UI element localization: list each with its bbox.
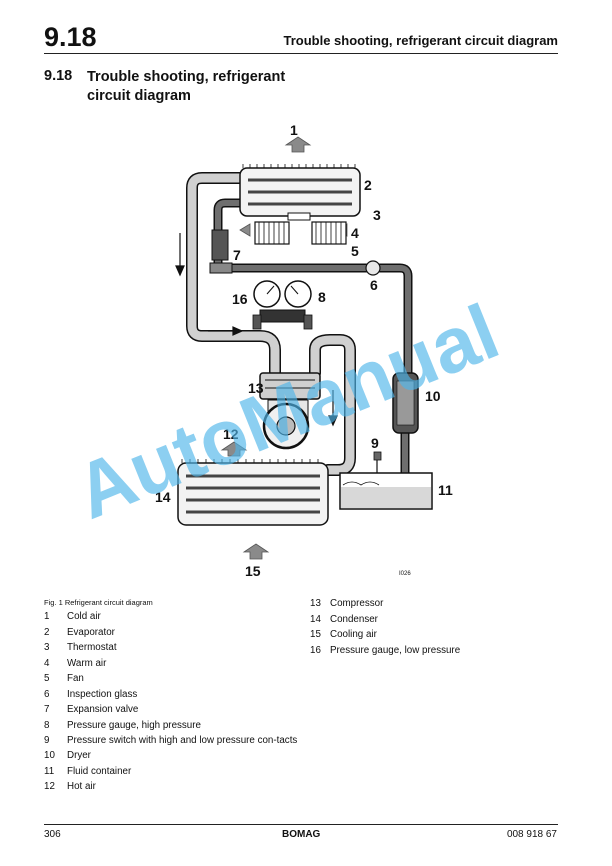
legend-item-number: 12 [44, 781, 55, 792]
legend-item: 15 Cooling air [310, 627, 540, 643]
callout-6: 6 [370, 277, 378, 293]
legend-item-number: 8 [44, 719, 50, 731]
figure-caption: Fig. 1 Refrigerant circuit diagram [44, 598, 153, 607]
callout-7: 7 [233, 247, 241, 263]
legend-item-text: Expansion valve [67, 704, 139, 715]
cold-air-arrow [284, 136, 312, 153]
legend-item-number: 2 [44, 626, 50, 638]
legend-item: 2 Evaporator [44, 625, 304, 641]
fluid-container [339, 472, 433, 510]
legend-item: 5 Fan [44, 671, 304, 687]
callout-15: 15 [245, 563, 261, 579]
section-number: 9.18 [44, 68, 73, 84]
page-number: 306 [44, 829, 61, 840]
condenser [177, 459, 329, 526]
thermostat [287, 212, 311, 221]
legend-item-number: 3 [44, 642, 50, 653]
legend-item-number: 13 [310, 598, 321, 609]
legend-item-number: 14 [310, 613, 321, 625]
legend-item-number: 4 [44, 657, 50, 669]
section-title: Trouble shooting, refrigerant circuit di… [87, 69, 286, 104]
callout-12: 12 [223, 426, 239, 442]
legend-item-number: 9 [44, 735, 50, 746]
callout-3: 3 [373, 207, 381, 223]
legend-item-text: Fluid container [67, 765, 132, 777]
legend-item-text: Fan [67, 673, 84, 684]
legend-item: 9 Pressure switch with high and low press… [44, 733, 304, 748]
footer-rule [44, 824, 558, 825]
legend-item-number: 16 [310, 644, 321, 656]
legend-left: 1 Cold air 2 Evaporator 3 Thermostat 4 Warm air… [44, 609, 304, 795]
legend-right: 13 Compressor 14 Condenser 15 Cooling air 16 Pr… [310, 596, 540, 658]
legend-item-text: Warm air [67, 657, 107, 669]
legend-item-text: Hot air [67, 781, 96, 792]
callout-11: 11 [438, 482, 453, 498]
legend-item-text: Pressure gauge, high pressure [67, 719, 201, 731]
legend-item-text: Compressor [330, 598, 384, 609]
legend-item-text: Condenser [330, 613, 378, 625]
fan-left [254, 221, 290, 245]
legend-item: 16 Pressure gauge, low pressure [310, 643, 540, 659]
callout-4: 4 [351, 225, 359, 241]
footer-brand: BOMAG [282, 829, 321, 840]
fan-right [311, 221, 347, 245]
compressor [259, 372, 321, 450]
legend-item-number: 1 [44, 611, 50, 622]
legend-item: 6 Inspection glass [44, 687, 304, 703]
callout-2: 2 [364, 177, 372, 193]
callout-10: 10 [425, 388, 441, 404]
refrigerant-circuit-diagram: 1 2 3 4 5 6 7 8 9 10 11 12 13 14 15 16 I… [155, 122, 453, 579]
header-title: Trouble shooting, refrigerant circuit di… [283, 33, 559, 48]
callout-5: 5 [351, 243, 359, 259]
cooling-air-arrow [242, 543, 270, 560]
legend-item-number: 15 [310, 629, 321, 640]
legend-item: 3 Thermostat [44, 640, 304, 656]
pressure-gauges [252, 280, 313, 330]
legend-item-text: Thermostat [67, 642, 117, 653]
expansion-valve [209, 229, 233, 274]
legend-item-text: Pressure gauge, low pressure [330, 644, 461, 656]
evaporator [239, 164, 361, 217]
hot-air-arrow [220, 441, 248, 457]
legend-item-number: 5 [44, 673, 50, 684]
callout-16: 16 [232, 291, 248, 307]
legend-item-text: Cooling air [330, 629, 377, 640]
header-rule [44, 53, 558, 54]
legend-item-number: 6 [44, 688, 50, 700]
pressure-switch [373, 451, 382, 473]
legend-item: 10 Dryer [44, 748, 304, 764]
legend-item: 8 Pressure gauge, high pressure [44, 718, 304, 734]
legend-item-text: Dryer [67, 750, 91, 761]
legend-item: 14 Condenser [310, 612, 540, 628]
header-section-number: 9.18 [44, 22, 97, 52]
dryer [392, 372, 419, 434]
legend-item: 11 Fluid container [44, 764, 304, 780]
legend-item-number: 11 [44, 765, 55, 777]
legend-item-text: Evaporator [67, 626, 115, 638]
legend-item-text: Cold air [67, 611, 101, 622]
callout-1: 1 [290, 122, 298, 138]
legend-item-text: Pressure switch with high and low pressu… [67, 735, 298, 746]
callout-14: 14 [155, 489, 171, 505]
legend-item: 4 Warm air [44, 656, 304, 672]
legend-item-number: 7 [44, 704, 50, 715]
legend-item-number: 10 [44, 750, 55, 761]
callout-8: 8 [318, 289, 326, 305]
callout-13: 13 [248, 380, 264, 396]
legend-item: 13 Compressor [310, 596, 540, 612]
inspection-glass [365, 260, 381, 276]
legend-item: 1 Cold air [44, 609, 304, 625]
document-code: 008 918 67 [506, 829, 557, 840]
legend-item: 7 Expansion valve [44, 702, 304, 718]
figure-code: I026 [399, 571, 411, 577]
callout-9: 9 [371, 435, 379, 451]
legend-item-text: Inspection glass [67, 688, 138, 700]
legend-item: 12 Hot air [44, 779, 304, 795]
